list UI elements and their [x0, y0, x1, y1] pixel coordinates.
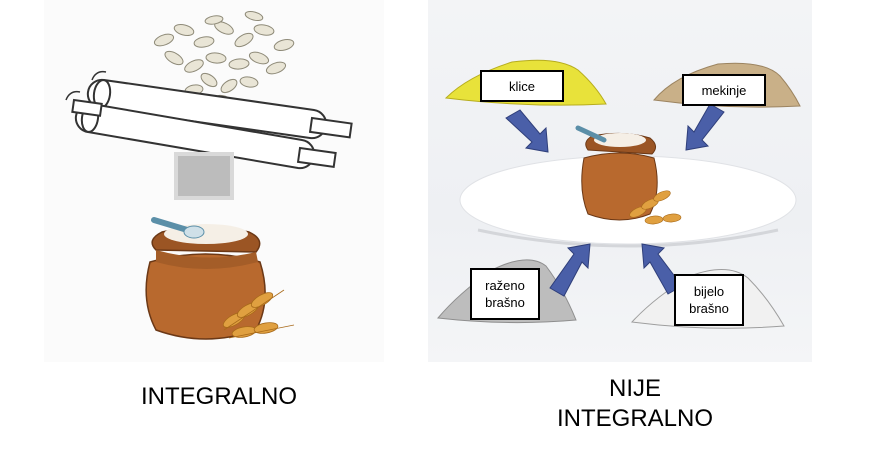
germ-label: klice	[480, 70, 564, 102]
integral-caption: INTEGRALNO	[140, 383, 298, 410]
small-flour-sack	[575, 125, 682, 225]
bran-label: mekinje	[682, 74, 766, 106]
milling-rollers	[71, 78, 353, 170]
milling-illustration	[65, 10, 353, 340]
white-flour-label: bijelo brašno	[674, 274, 744, 326]
non-integral-flour-panel: klice mekinje raženo brašno bijelo brašn…	[428, 0, 812, 362]
rotation-arrow-icons	[65, 70, 107, 101]
non-integral-caption: NIJE INTEGRALNO	[556, 375, 714, 432]
wheat-ears	[222, 289, 295, 339]
integral-flour-panel	[44, 0, 384, 362]
flour-sack	[145, 217, 266, 340]
arrow-icons	[505, 103, 725, 297]
crushed-grain	[174, 152, 234, 200]
rye-flour-label: raženo brašno	[470, 268, 540, 320]
